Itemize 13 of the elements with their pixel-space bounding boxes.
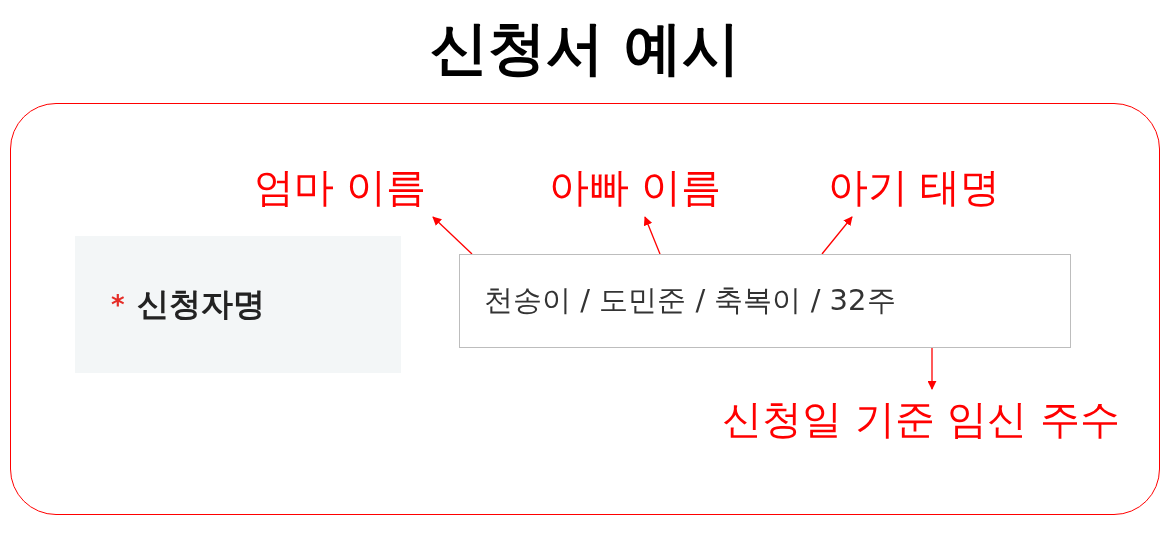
leader-line [432,216,473,255]
leader-line [927,347,937,390]
form-panel [10,103,1160,515]
input-field: 천송이 / 도민준 / 축복이 / 32주 [459,254,1071,348]
field-label: 신청자명 [136,283,265,325]
callout-label: 신청일 기준 임신 주수 [691,391,1151,447]
required-mark: * [111,289,125,320]
leader-line [643,216,661,255]
callout-label: 아기 태명 [811,159,1017,215]
leader-line [821,216,853,255]
callout-label: 아빠 이름 [531,159,739,215]
callout-label: 엄마 이름 [237,159,443,215]
title: 신청서 예시 [429,13,741,84]
